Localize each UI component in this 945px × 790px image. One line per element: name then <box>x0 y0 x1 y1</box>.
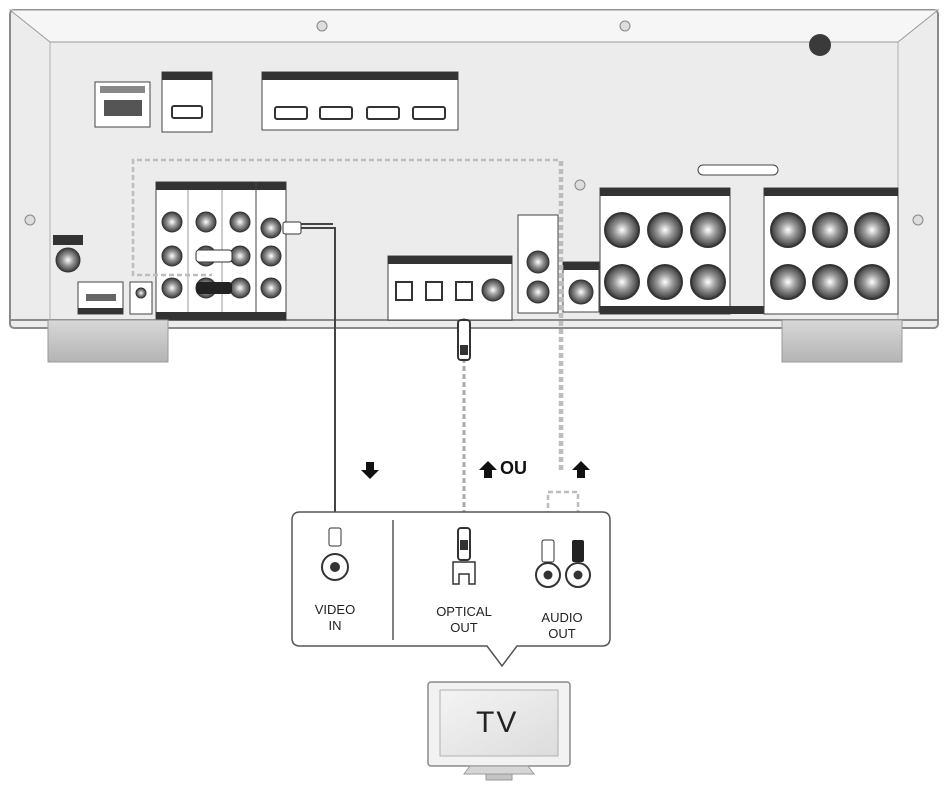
screw <box>619 20 631 32</box>
or-label: OU <box>500 458 527 478</box>
ipod-port <box>77 281 124 315</box>
hdmi-out-block <box>161 71 213 133</box>
screw <box>24 214 36 226</box>
audio-out-label: AUDIO OUT <box>541 610 583 641</box>
receiver-back-panel <box>8 9 940 363</box>
arrow-down-icon <box>361 462 379 479</box>
speaker-terminals-right <box>763 187 899 315</box>
hdmi-in-block <box>261 71 459 131</box>
fan-hole <box>809 34 831 56</box>
video-in-label: VIDEO IN <box>314 602 356 633</box>
small-jack <box>129 281 153 315</box>
tv-label: TV <box>476 706 519 739</box>
tv-icon <box>427 681 571 781</box>
screw <box>912 214 924 226</box>
network-port-block <box>94 81 151 128</box>
sub-out-block <box>562 261 600 313</box>
screw <box>574 179 586 191</box>
digital-audio-in-block <box>387 255 513 321</box>
speaker-impedance-label <box>697 164 779 176</box>
video-in-connector <box>321 527 349 581</box>
tv-connector-callout <box>291 511 611 668</box>
screw <box>316 20 328 32</box>
optical-out-connector <box>452 527 476 585</box>
speaker-terminals-left <box>599 187 898 315</box>
audio-out-connectors <box>535 539 591 588</box>
arrow-up-icon <box>479 461 497 478</box>
optical-cable <box>457 318 471 528</box>
arrow-up-icon <box>572 461 590 478</box>
fm-antenna-jack <box>53 235 83 273</box>
video-plug <box>282 221 302 235</box>
right-foot <box>781 319 903 363</box>
pre-out-block <box>517 214 559 314</box>
video-input-block <box>155 181 287 321</box>
video-cable <box>295 223 336 528</box>
left-foot <box>47 319 169 363</box>
optical-out-label: OPTICAL OUT <box>436 604 492 635</box>
